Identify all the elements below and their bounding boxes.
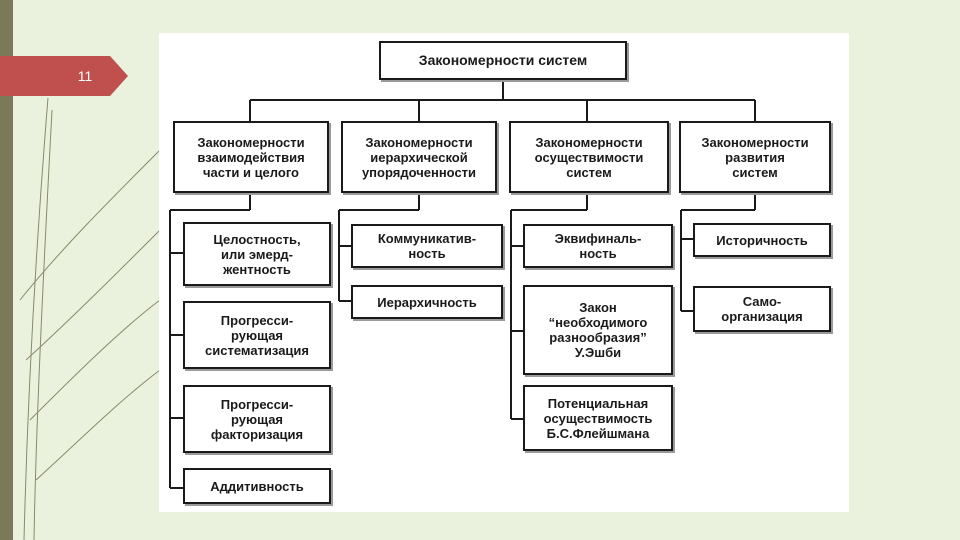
left-accent-strip (0, 0, 13, 540)
law-node: Иерархичность (351, 285, 503, 319)
law-node: Историчность (693, 223, 831, 257)
root-node: Закономерности систем (379, 41, 627, 80)
law-node: Коммуникатив- ность (351, 224, 503, 268)
category-node-3: Закономерности осуществимости систем (509, 121, 669, 193)
law-node: Потенциальная осуществимость Б.С.Флейшма… (523, 385, 673, 451)
law-node: Само- организация (693, 286, 831, 332)
category-node-4: Закономерности развития систем (679, 121, 831, 193)
diagram-panel: Закономерности систем Закономерности вза… (159, 33, 849, 512)
category-node-2: Закономерности иерархической упорядоченн… (341, 121, 497, 193)
law-node: Прогресси- рующая факторизация (183, 385, 331, 453)
law-node: Аддитивность (183, 468, 331, 504)
law-node: Прогресси- рующая систематизация (183, 301, 331, 369)
law-node: Эквифиналь- ность (523, 224, 673, 268)
slide-number-marker (0, 56, 128, 96)
law-node: Целостность, или эмерд- жентность (183, 222, 331, 286)
connector-lines (169, 80, 756, 489)
law-node: Закон “необходимого разнообразия” У.Эшби (523, 285, 673, 375)
slide-number: 11 (77, 68, 93, 84)
category-node-1: Закономерности взаимодействия части и це… (173, 121, 329, 193)
